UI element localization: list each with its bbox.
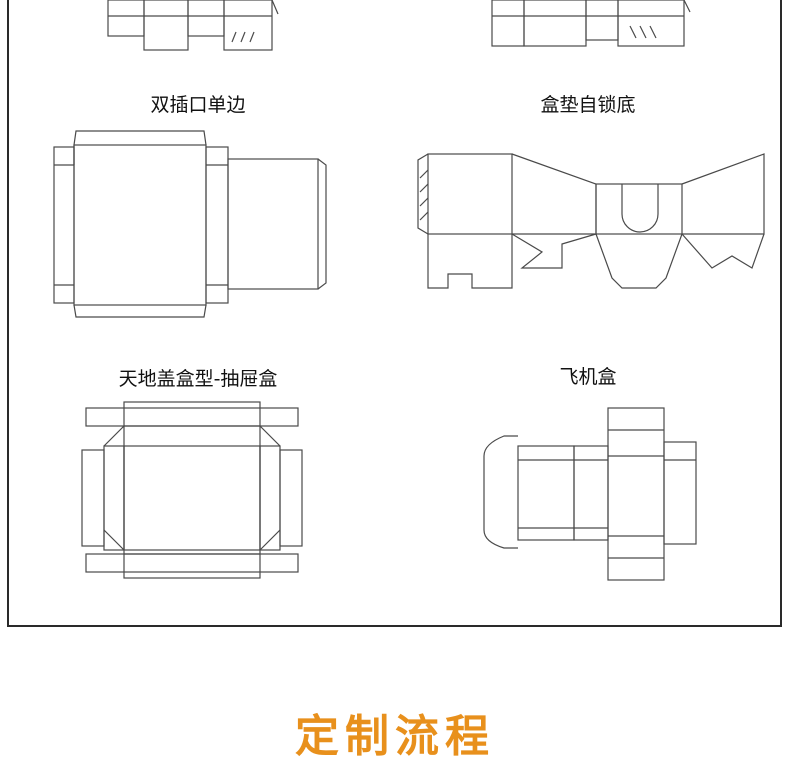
lid-base-drawer-dieline <box>81 401 303 579</box>
box-style-panel <box>7 0 782 627</box>
top-left-dieline-partial <box>107 0 279 51</box>
label-airplane-box: 飞机盒 <box>559 366 617 388</box>
label-double-tuck: 双插口单边 <box>150 94 246 116</box>
footer-section-title: 定制流程 <box>295 711 495 762</box>
double-tuck-dieline <box>53 130 327 318</box>
top-right-dieline-partial <box>491 0 691 47</box>
airplane-box-dieline <box>483 407 697 581</box>
mat-lock-bottom-dieline <box>417 153 765 289</box>
label-mat-lock-bottom: 盒垫自锁底 <box>540 94 636 116</box>
label-lid-base-drawer: 天地盖盒型-抽屉盒 <box>118 368 278 390</box>
